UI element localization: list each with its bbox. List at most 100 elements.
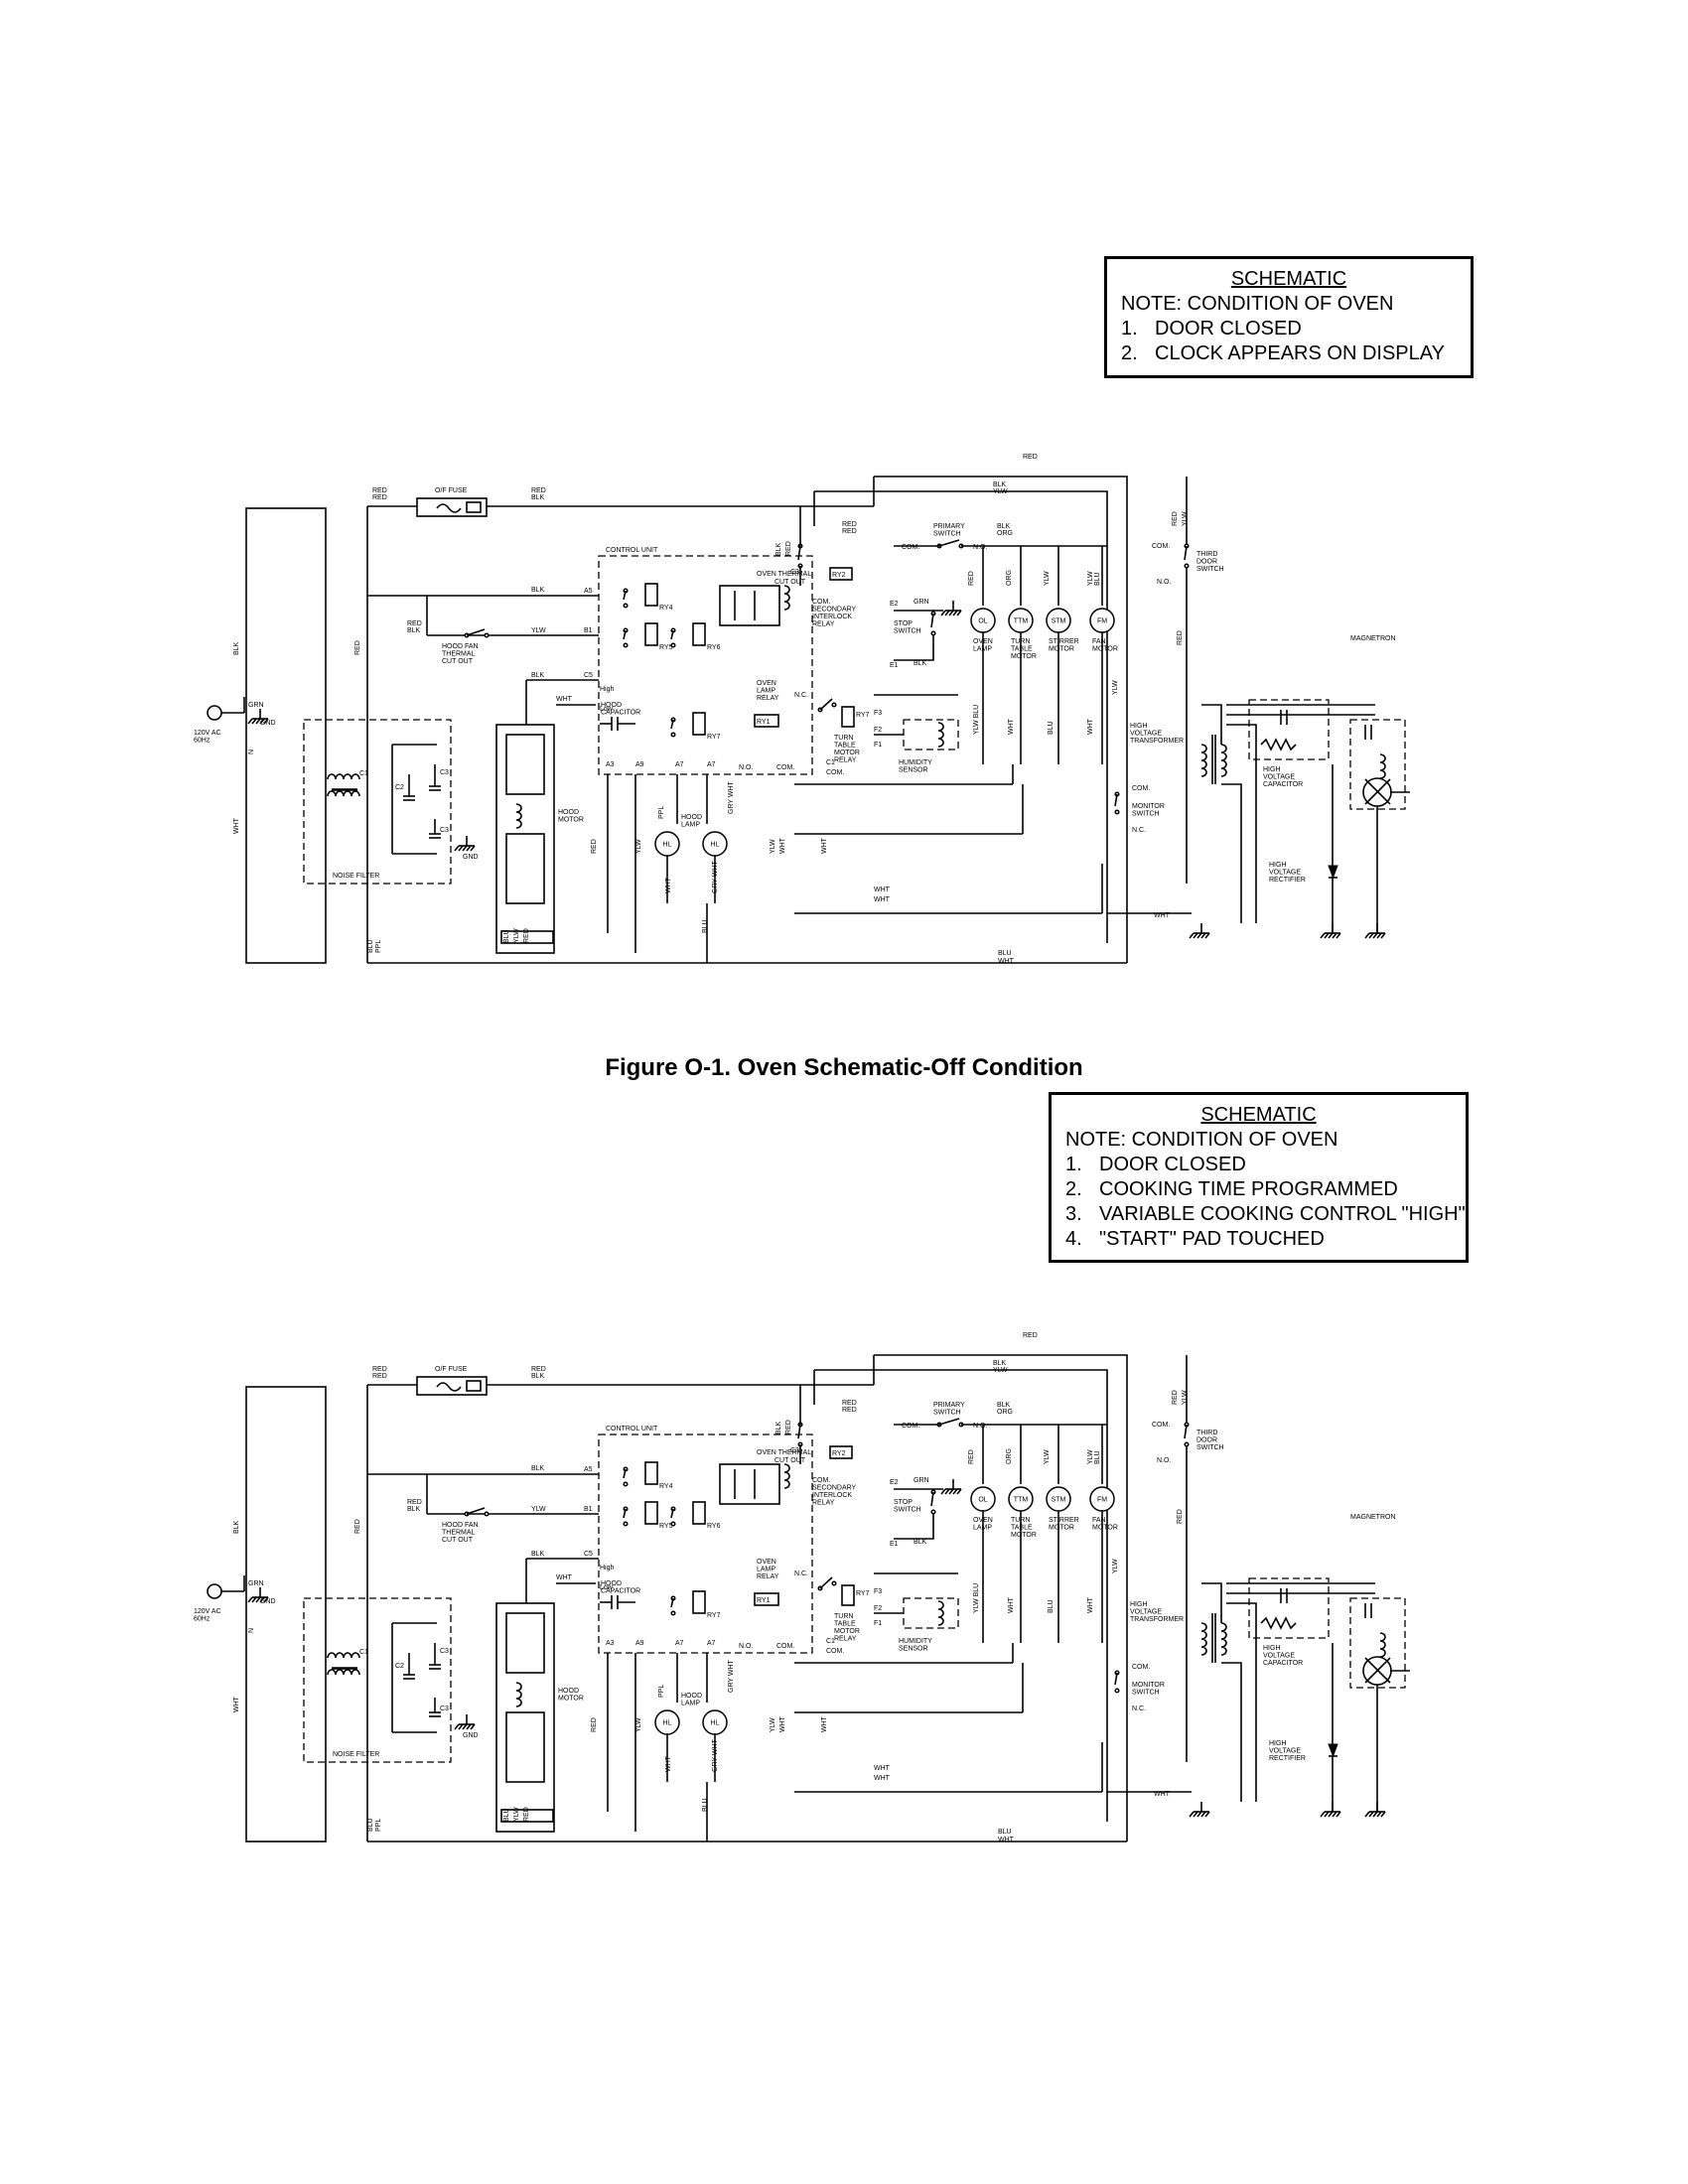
wire-label: RED (968, 571, 975, 586)
wire (1204, 1811, 1210, 1818)
oven-lamp-relay-label: LAMP (757, 688, 775, 695)
terminal-label: A5 (584, 1466, 593, 1473)
wire (259, 1596, 265, 1603)
load-caption: MOTOR (1049, 1525, 1074, 1532)
wire-label: RED (1023, 1332, 1038, 1339)
relay-contact-contact (623, 1481, 629, 1487)
wire (1200, 932, 1206, 939)
hv-transformer-label: HIGH (1130, 723, 1148, 730)
load-caption: FAN (1092, 638, 1106, 645)
wire-label: GRY WHT (712, 860, 719, 893)
terminal-label: C1 (359, 770, 368, 777)
terminal-label: COM. (1152, 543, 1170, 550)
terminal-label: N.C. (794, 692, 808, 699)
wire-label: GRY WHT (728, 1659, 735, 1693)
wire-label: BLK (531, 494, 545, 501)
note-item: 3.VARIABLE COOKING CONTROL "HIGH" (1065, 1203, 1466, 1225)
wire (462, 845, 468, 852)
hv-transformer-secondary (1220, 1622, 1227, 1656)
load-caption: MOTOR (1011, 1532, 1037, 1539)
wire-label: WHT (665, 877, 672, 893)
wire-label: WHT (779, 837, 786, 854)
terminal-label: A7 (675, 761, 684, 768)
terminal-label: F3 (874, 1588, 882, 1595)
wire (1320, 1811, 1326, 1818)
terminal-label: C1 (359, 1649, 368, 1656)
schematic-note-box-cooking: SCHEMATIC NOTE: CONDITION OF OVEN 1.DOOR… (1049, 1092, 1469, 1263)
relay-label: RY6 (707, 1523, 721, 1530)
relay-contact-contact (670, 1521, 676, 1527)
oven-thermal-label: OVEN THERMAL (757, 571, 811, 578)
magnetron-label: MAGNETRON (1350, 635, 1396, 642)
hood-capacitor-label: CAPACITOR (601, 1588, 640, 1595)
wire-label: YLW (993, 1367, 1008, 1374)
hood-lamp-label: LAMP (681, 822, 700, 829)
relay-ry1 (754, 1592, 779, 1606)
hood-motor-label: MOTOR (558, 1696, 584, 1703)
turntable-relay-label: MOTOR (834, 750, 860, 756)
wire-label: RED (372, 1373, 387, 1380)
terminal-label: C3 (440, 1706, 449, 1712)
secondary-interlock-relay (719, 1463, 780, 1505)
humidity-sensor-box (903, 719, 959, 751)
terminal-label: High (600, 686, 615, 693)
wire-label: YLW (635, 1717, 642, 1732)
wire-label: RED (354, 640, 361, 655)
hv-rectifier-label: HIGH (1269, 862, 1287, 869)
hv-transformer-primary (1200, 744, 1207, 777)
monitor-switch (1114, 1672, 1118, 1686)
note-title: SCHEMATIC (1230, 268, 1347, 290)
wire-label: RED (372, 1366, 387, 1373)
note-heading: NOTE: CONDITION OF OVEN (1121, 293, 1394, 315)
primary-switch-label: SWITCH (933, 1410, 961, 1417)
hv-rectifier-label: VOLTAGE (1269, 1748, 1301, 1755)
hood-motor-label: HOOD (558, 1688, 579, 1695)
terminal-label: N.C. (1132, 1706, 1146, 1712)
fuse-label: O/F FUSE (435, 487, 468, 494)
hv-capacitor-label: HIGH (1263, 766, 1281, 773)
load-caption: OVEN (973, 1517, 993, 1524)
hv-capacitor-box (1248, 1577, 1330, 1639)
wire-label: WHT (821, 1715, 828, 1732)
relay-contact (623, 1468, 627, 1479)
primary-switch (938, 1418, 960, 1426)
wire-label: RED (842, 528, 857, 535)
oven-lamp-relay-label: RELAY (757, 695, 779, 702)
power-plug (207, 705, 222, 721)
wire-label: RED (785, 1420, 792, 1434)
control-unit-box (598, 1433, 813, 1654)
relay-contact-contact (670, 732, 676, 738)
terminal-label: COM. (902, 544, 919, 551)
third-door-switch (1184, 545, 1188, 561)
wire (1324, 932, 1330, 939)
wire-label: RED (1023, 454, 1038, 461)
noise-filter (303, 1597, 452, 1763)
wire-label: WHT (874, 887, 891, 893)
wire (1320, 932, 1326, 939)
note-item: 1.DOOR CLOSED (1121, 318, 1302, 340)
third-door-switch-label: DOOR (1196, 1437, 1217, 1444)
wire-label: YLW (770, 1717, 776, 1732)
power-supply-label: 120V AC (194, 1608, 221, 1615)
wire-label: YLW (1087, 1449, 1094, 1464)
terminal-label: N.C. (1132, 827, 1146, 834)
hood-lamp-label: HOOD (681, 1693, 702, 1700)
terminal-label: F2 (874, 727, 882, 734)
load-caption: TABLE (1011, 646, 1033, 653)
note-heading: NOTE: CONDITION OF OVEN (1065, 1129, 1338, 1151)
wire-label: WHT (998, 1837, 1015, 1843)
control-unit-label: CONTROL UNIT (606, 547, 658, 554)
wire-label: BLK (775, 1421, 782, 1434)
humidity-sensor-label: HUMIDITY (899, 759, 932, 766)
hv-transformer-label: TRANSFORMER (1130, 738, 1184, 745)
magnetron-box (1349, 1597, 1406, 1689)
wire-label: YLW (1087, 571, 1094, 586)
wire (1189, 1811, 1195, 1818)
terminal-label: E2 (890, 601, 899, 608)
relay-coil (644, 583, 658, 607)
wire (263, 1596, 269, 1603)
terminal-label: GRN (248, 1580, 264, 1587)
hood-capacitor-label: HOOD (601, 702, 622, 709)
wire-label: BLU (702, 919, 709, 933)
